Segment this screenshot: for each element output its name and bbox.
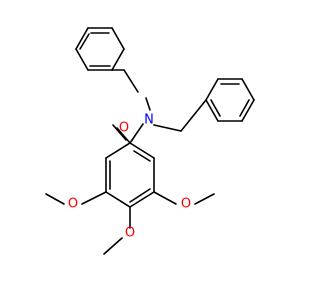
methoxy-oxygen-right-label: O: [181, 197, 191, 212]
amide-linker-bonds: [111, 69, 207, 144]
carbonyl-oxygen-label: O: [119, 121, 129, 136]
methoxy-oxygen-bottom-label: O: [125, 226, 135, 241]
benzyl-ring-left: [75, 27, 125, 71]
molecule-structure: O N O O O: [45, 27, 255, 255]
methoxy-bonds: [45, 191, 215, 255]
benzyl-ring-right: [205, 78, 255, 122]
molecule-canvas: O N O O O: [45, 27, 255, 255]
methoxy-oxygen-left-label: O: [68, 197, 78, 212]
trimethoxyphenyl-ring: [105, 142, 155, 208]
amide-nitrogen-label: N: [144, 113, 154, 128]
